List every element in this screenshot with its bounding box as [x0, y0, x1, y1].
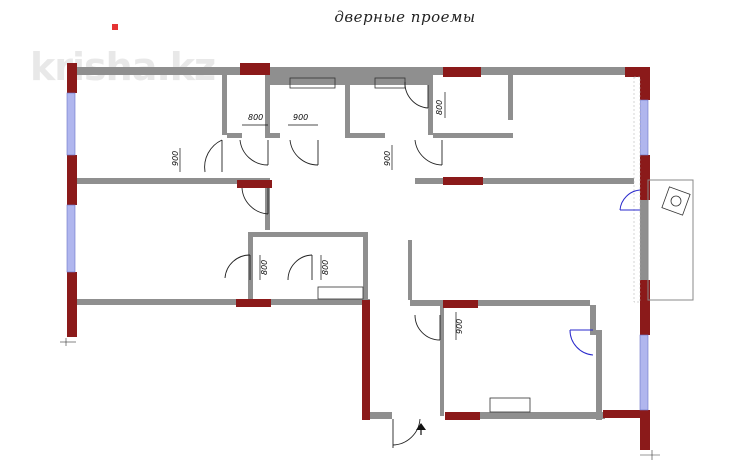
dim-label-5: 900: [383, 151, 392, 166]
balcony: [633, 76, 694, 303]
dim-label-7: 800: [321, 260, 330, 275]
appliance-icon: [661, 186, 691, 216]
dim-label-8: 900: [455, 319, 464, 334]
dim-label-1: 800: [248, 113, 263, 122]
dim-label-2: 900: [293, 113, 308, 122]
kitchen-fixtures: [289, 77, 531, 413]
dim-label-3: 800: [435, 100, 444, 115]
plan-title: дверные проемы: [334, 8, 476, 26]
dim-label-6: 800: [260, 260, 269, 275]
entry-door-icon: [569, 189, 641, 356]
dim-label-4: 900: [171, 151, 180, 166]
pillars: [67, 63, 650, 450]
doors: [204, 81, 443, 448]
entrance-arrow-icon: [416, 423, 426, 430]
marker-dot: [112, 24, 118, 30]
windows: [66, 92, 649, 411]
dimension-lines: [179, 92, 457, 340]
walls: [67, 67, 648, 450]
axis-marks: [60, 338, 660, 460]
dimension-text: 800 900 800 900 900 800 800 900: [171, 100, 464, 334]
